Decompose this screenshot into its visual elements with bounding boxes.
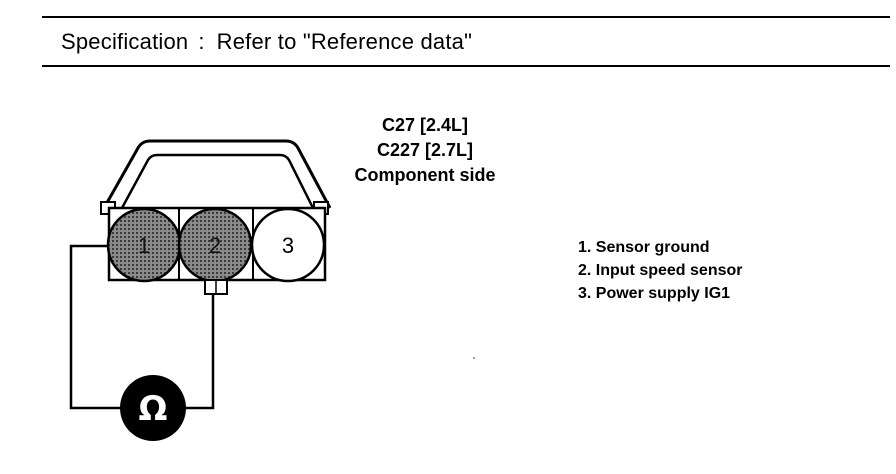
specification-label: Specification bbox=[61, 29, 189, 54]
pin-3-number: 3 bbox=[282, 233, 294, 258]
connector-housing-inner bbox=[120, 153, 315, 209]
connector-title: C27 [2.4L] C227 [2.7L] Component side bbox=[320, 113, 530, 188]
specification-separator: : bbox=[198, 29, 205, 54]
ohmmeter-circle bbox=[120, 375, 186, 441]
ohm-symbol-icon: Ω bbox=[139, 389, 168, 429]
connector-name-line-3: Component side bbox=[354, 165, 496, 185]
legend-item: 2. Input speed sensor bbox=[578, 262, 743, 279]
specification-value: Refer to "Reference data" bbox=[216, 29, 473, 54]
pin-legend: 1. Sensor ground 2. Input speed sensor 3… bbox=[578, 236, 742, 305]
pin-3-circle bbox=[250, 207, 326, 283]
pin-2-number: 2 bbox=[209, 233, 221, 258]
stray-dot bbox=[473, 357, 475, 359]
pin-1-number: 1 bbox=[138, 233, 150, 258]
specification-line: Specification: Refer to "Reference data" bbox=[61, 29, 472, 55]
connector-name-line-1: C27 [2.4L] bbox=[381, 115, 469, 135]
connector-name-line-2: C227 [2.7L] bbox=[376, 140, 474, 160]
connector-housing-outer bbox=[102, 139, 332, 209]
header-bottom-rule bbox=[42, 65, 890, 67]
lead-wire-pin-2 bbox=[184, 294, 215, 410]
header-top-rule bbox=[42, 16, 890, 18]
legend-item: 1. Sensor ground bbox=[578, 239, 710, 256]
lead-wire-pin-1 bbox=[69, 244, 122, 410]
legend-item: 3. Power supply IG1 bbox=[578, 285, 731, 302]
